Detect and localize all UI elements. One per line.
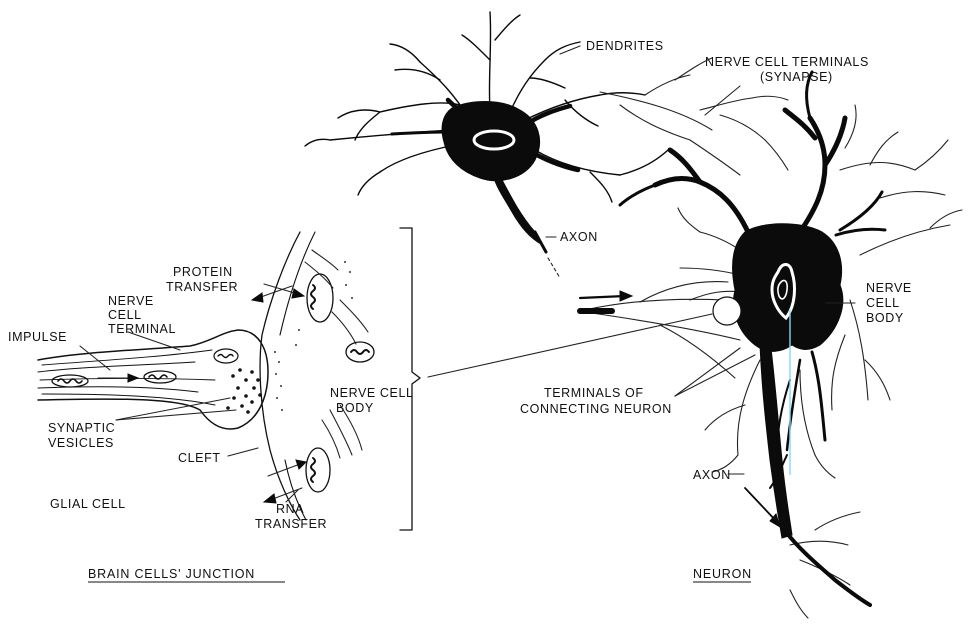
label-synapse-line1: NERVE CELL TERMINALS bbox=[705, 55, 869, 69]
label-protein-transfer-line1: PROTEIN bbox=[173, 265, 233, 279]
label-synaptic-vesicles-line2: VESICLES bbox=[48, 436, 114, 450]
label-terminals-connecting-line2: CONNECTING NEURON bbox=[520, 402, 672, 416]
label-synaptic-vesicles-line1: SYNAPTIC bbox=[48, 421, 115, 435]
label-nerve-cell-body-left-line1: NERVE CELL bbox=[330, 386, 414, 400]
captions: BRAIN CELLS' JUNCTION NEURON bbox=[88, 567, 752, 582]
label-axon-bottom: AXON bbox=[693, 468, 731, 482]
label-nerve-cell-body-right-line1: NERVE bbox=[866, 281, 912, 295]
label-terminals-connecting-line1: TERMINALS OF bbox=[544, 386, 644, 400]
incoming-arrow bbox=[580, 291, 632, 311]
main-neuron bbox=[585, 58, 962, 618]
label-protein-transfer-line2: TRANSFER bbox=[166, 280, 238, 294]
label-nerve-cell-terminal-line2: CELL bbox=[108, 308, 142, 322]
label-synapse-line2: (SYNAPSE) bbox=[760, 70, 833, 84]
bracket bbox=[400, 228, 420, 530]
caption-brain-cells-junction: BRAIN CELLS' JUNCTION bbox=[88, 567, 255, 581]
label-dendrites: DENDRITES bbox=[586, 39, 664, 53]
label-nerve-cell-body-left-line2: BODY bbox=[336, 401, 374, 415]
label-cleft: CLEFT bbox=[178, 451, 221, 465]
caption-neuron: NEURON bbox=[693, 567, 752, 581]
label-rna-transfer-line2: TRANSFER bbox=[255, 517, 327, 531]
label-axon-top: AXON bbox=[560, 230, 598, 244]
label-nerve-cell-terminal-line3: TERMINAL bbox=[108, 322, 176, 336]
label-nerve-cell-body-right-line3: BODY bbox=[866, 311, 904, 325]
label-impulse: IMPULSE bbox=[8, 330, 67, 344]
label-nerve-cell-terminal-line1: NERVE bbox=[108, 294, 154, 308]
label-glial-cell: GLIAL CELL bbox=[50, 497, 126, 511]
label-rna-transfer-line1: RNA bbox=[276, 502, 304, 516]
label-nerve-cell-body-right-line2: CELL bbox=[866, 296, 900, 310]
